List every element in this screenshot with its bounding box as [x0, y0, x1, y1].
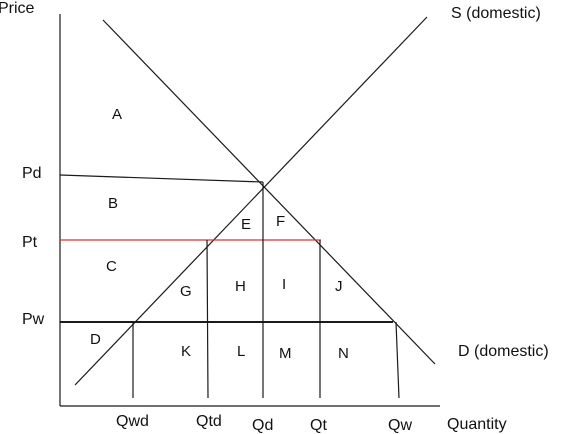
area-h-label: H	[235, 278, 246, 295]
area-n-label: N	[338, 345, 349, 362]
supply-label: S (domestic)	[451, 5, 541, 22]
demand-curve	[102, 19, 436, 365]
supply-curve	[74, 16, 428, 386]
pt-label: Pt	[22, 234, 38, 251]
area-j-label: J	[335, 278, 343, 295]
area-d-label: D	[90, 331, 101, 348]
x-axis-label: Quantity	[447, 416, 507, 433]
qtd-line	[206, 239, 209, 399]
qw-line	[395, 321, 400, 399]
demand-label: D (domestic)	[458, 343, 549, 360]
pd-label: Pd	[22, 165, 42, 182]
pd-line	[59, 174, 264, 183]
qw-label: Qw	[388, 417, 412, 434]
area-e-label: E	[241, 216, 251, 233]
qtd-label: Qtd	[196, 413, 222, 430]
pw-label: Pw	[22, 311, 45, 328]
area-f-label: F	[276, 213, 285, 230]
qwd-label: Qwd	[116, 413, 149, 430]
y-axis-label: Price	[0, 0, 35, 17]
area-l-label: L	[237, 343, 245, 360]
area-c-label: C	[106, 258, 117, 275]
area-i-label: I	[282, 276, 286, 293]
area-g-label: G	[180, 283, 192, 300]
area-a-label: A	[112, 106, 122, 123]
area-k-label: K	[181, 343, 191, 360]
area-m-label: M	[279, 345, 292, 362]
area-b-label: B	[108, 195, 118, 212]
qt-label: Qt	[310, 417, 327, 434]
qd-label: Qd	[252, 417, 273, 434]
